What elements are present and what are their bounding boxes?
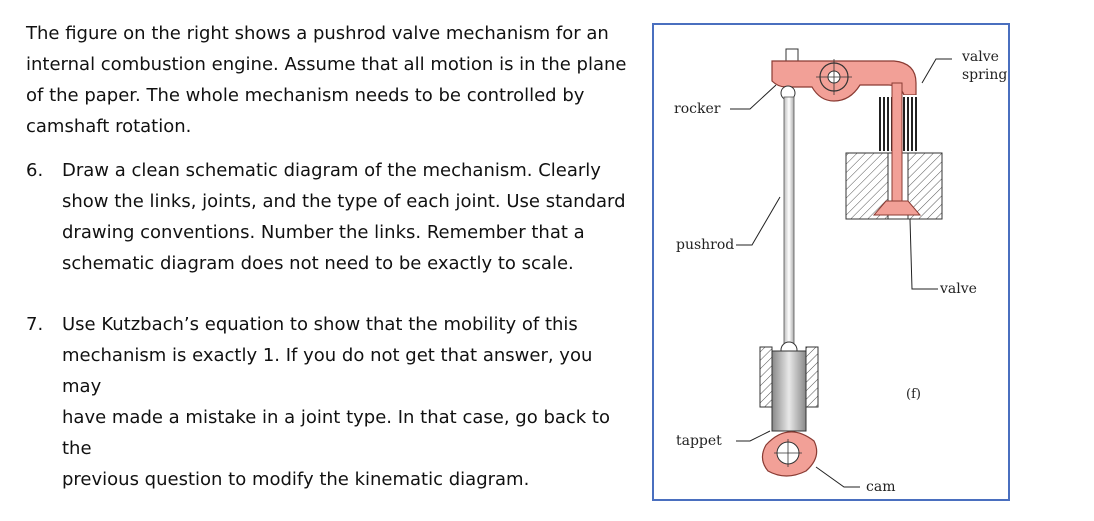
cam-leader bbox=[815, 466, 860, 488]
intro-line-3: of the paper. The whole mechanism needs … bbox=[26, 85, 585, 106]
intro-line-2: internal combustion engine. Assume that … bbox=[26, 54, 627, 75]
question-7-number: 7. bbox=[26, 314, 44, 335]
question-7: 7. Use Kutzbach’s equation to show that … bbox=[26, 309, 636, 495]
cylinder-head bbox=[845, 152, 943, 220]
label-pushrod: pushrod bbox=[676, 237, 735, 253]
rocker-leader bbox=[730, 84, 777, 110]
question-6-line-1: Draw a clean schematic diagram of the me… bbox=[62, 160, 601, 181]
question-7-line-1: Use Kutzbach’s equation to show that the… bbox=[62, 314, 578, 335]
label-cam: cam bbox=[866, 479, 896, 495]
valve-stem bbox=[891, 82, 903, 204]
question-6-line-4: schematic diagram does not need to be ex… bbox=[62, 253, 574, 274]
valve-spring-leader bbox=[921, 58, 952, 84]
label-valve-spring-2: spring bbox=[962, 67, 1008, 83]
pushrod-valve-drawing bbox=[730, 48, 952, 488]
tappet-guide-left bbox=[759, 346, 773, 408]
intro-line-1: The figure on the right shows a pushrod … bbox=[26, 23, 609, 44]
question-6-number: 6. bbox=[26, 160, 44, 181]
intro-line-4: camshaft rotation. bbox=[26, 116, 192, 137]
valve-head bbox=[872, 200, 922, 216]
pushrod-leader bbox=[736, 196, 781, 246]
tappet bbox=[771, 350, 807, 432]
question-7-line-4: previous question to modify the kinemati… bbox=[62, 469, 530, 490]
label-tappet: tappet bbox=[676, 433, 722, 449]
question-6-line-3: drawing conventions. Number the links. R… bbox=[62, 222, 585, 243]
label-rocker: rocker bbox=[674, 101, 721, 117]
tappet-leader bbox=[736, 430, 771, 442]
pushrod bbox=[783, 96, 795, 348]
question-6: 6. Draw a clean schematic diagram of the… bbox=[26, 155, 636, 279]
mechanism-figure: rocker valve spring pushrod valve (f) ta… bbox=[652, 23, 1010, 501]
valve-leader bbox=[909, 218, 938, 290]
label-valve: valve bbox=[940, 281, 977, 297]
intro-paragraph: The figure on the right shows a pushrod … bbox=[26, 18, 636, 142]
question-7-line-3: have made a mistake in a joint type. In … bbox=[62, 407, 611, 459]
question-7-line-2: mechanism is exactly 1. If you do not ge… bbox=[62, 345, 593, 397]
question-6-line-2: show the links, joints, and the type of … bbox=[62, 191, 626, 212]
label-subfigure: (f) bbox=[906, 387, 921, 402]
label-valve-spring-1: valve bbox=[962, 49, 999, 65]
tappet-guide-right bbox=[805, 346, 819, 408]
